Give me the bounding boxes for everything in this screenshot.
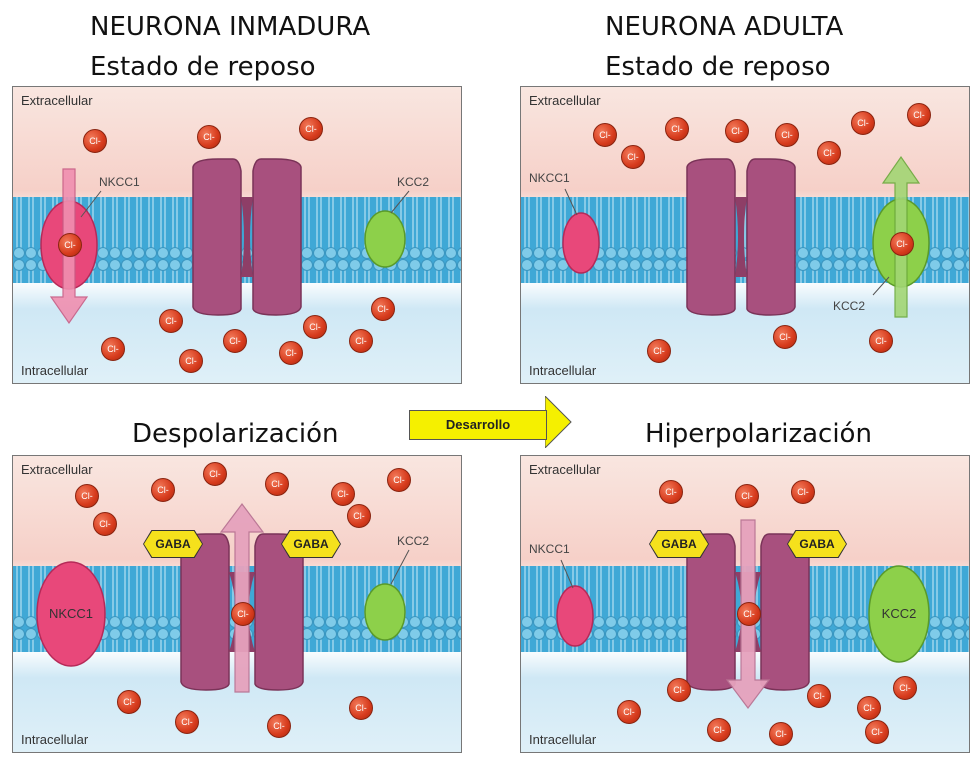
chloride-ion: Cl- — [303, 315, 327, 339]
chloride-ion: Cl- — [223, 329, 247, 353]
chloride-ion: Cl- — [101, 337, 125, 361]
chloride-ion: Cl- — [817, 141, 841, 165]
chloride-ion: Cl- — [203, 462, 227, 486]
chloride-ion: Cl- — [621, 145, 645, 169]
chloride-ion: Cl- — [93, 512, 117, 536]
chloride-ion: Cl- — [349, 329, 373, 353]
development-label: Desarrollo — [409, 410, 547, 440]
chloride-ion: Cl- — [617, 700, 641, 724]
chloride-ion: Cl- — [667, 678, 691, 702]
chloride-ion: Cl- — [117, 690, 141, 714]
title-adult-neuron: NEURONA ADULTA — [605, 12, 844, 42]
title-adult-resting-state: Estado de reposo — [605, 52, 831, 82]
chloride-ion: Cl- — [75, 484, 99, 508]
chloride-ion: Cl- — [869, 329, 893, 353]
gaba-label: GABA — [788, 531, 846, 557]
intracellular-label: Intracellular — [529, 732, 597, 747]
chloride-ion: Cl- — [725, 119, 749, 143]
title-immature-neuron: NEURONA INMADURA — [90, 12, 371, 42]
chloride-ion: Cl- — [890, 232, 914, 256]
chloride-ion: Cl- — [773, 325, 797, 349]
chloride-ion: Cl- — [851, 111, 875, 135]
gaba-label: GABA — [282, 531, 340, 557]
chloride-ion: Cl- — [267, 714, 291, 738]
chloride-ion: Cl- — [769, 722, 793, 746]
chloride-ion: Cl- — [83, 129, 107, 153]
chloride-ion: Cl- — [371, 297, 395, 321]
extracellular-label: Extracellular — [21, 93, 93, 108]
intracellular-label: Intracellular — [21, 363, 89, 378]
chloride-ion: Cl- — [347, 504, 371, 528]
chloride-ion: Cl- — [893, 676, 917, 700]
development-arrow-icon — [545, 396, 572, 448]
chloride-ion: Cl- — [735, 484, 759, 508]
kcc2-label: KCC2 — [397, 175, 430, 189]
chloride-ion: Cl- — [231, 602, 255, 626]
chloride-ion: Cl- — [865, 720, 889, 744]
gaba-label: GABA — [144, 531, 202, 557]
intracellular-label: Intracellular — [529, 363, 597, 378]
kcc2-label: KCC2 — [397, 534, 430, 548]
chloride-ion: Cl- — [707, 718, 731, 742]
chloride-ion: Cl- — [58, 233, 82, 257]
chloride-ion: Cl- — [857, 696, 881, 720]
chloride-ion: Cl- — [775, 123, 799, 147]
extracellular-label: Extracellular — [529, 462, 601, 477]
chloride-ion: Cl- — [593, 123, 617, 147]
extracellular-label: Extracellular — [21, 462, 93, 477]
extracellular-label: Extracellular — [529, 93, 601, 108]
chloride-ion: Cl- — [349, 696, 373, 720]
membrane-diagram — [13, 87, 461, 383]
chloride-ion: Cl- — [791, 480, 815, 504]
chloride-ion: Cl- — [647, 339, 671, 363]
kcc2-label: KCC2 — [881, 606, 917, 621]
chloride-ion: Cl- — [151, 478, 175, 502]
title-hyperpolarization: Hiperpolarización — [645, 419, 872, 449]
nkcc1-label: NKCC1 — [529, 542, 570, 556]
chloride-ion: Cl- — [279, 341, 303, 365]
chloride-ion: Cl- — [659, 480, 683, 504]
chloride-ion: Cl- — [179, 349, 203, 373]
title-depolarization: Despolarización — [132, 419, 339, 449]
chloride-ion: Cl- — [331, 482, 355, 506]
nkcc1-label: NKCC1 — [99, 175, 140, 189]
panel-depolarization: GABA GABA Extracellular Intracellular NK… — [12, 455, 462, 753]
chloride-ion: Cl- — [197, 125, 221, 149]
title-immature-resting-state: Estado de reposo — [90, 52, 316, 82]
intracellular-label: Intracellular — [21, 732, 89, 747]
nkcc1-label: NKCC1 — [48, 606, 94, 621]
chloride-ion: Cl- — [159, 309, 183, 333]
gaba-label: GABA — [650, 531, 708, 557]
panel-hyperpolarization: GABA GABA Extracellular Intracellular NK… — [520, 455, 970, 753]
kcc2-label: KCC2 — [833, 299, 866, 313]
chloride-ion: Cl- — [299, 117, 323, 141]
chloride-ion: Cl- — [265, 472, 289, 496]
chloride-ion: Cl- — [737, 602, 761, 626]
nkcc1-label: NKCC1 — [529, 171, 570, 185]
chloride-ion: Cl- — [907, 103, 931, 127]
chloride-ion: Cl- — [175, 710, 199, 734]
chloride-ion: Cl- — [665, 117, 689, 141]
panel-adult-resting: Extracellular Intracellular NKCC1 KCC2 C… — [520, 86, 970, 384]
panel-immature-resting: Extracellular Intracellular NKCC1 KCC2 C… — [12, 86, 462, 384]
chloride-ion: Cl- — [807, 684, 831, 708]
chloride-ion: Cl- — [387, 468, 411, 492]
